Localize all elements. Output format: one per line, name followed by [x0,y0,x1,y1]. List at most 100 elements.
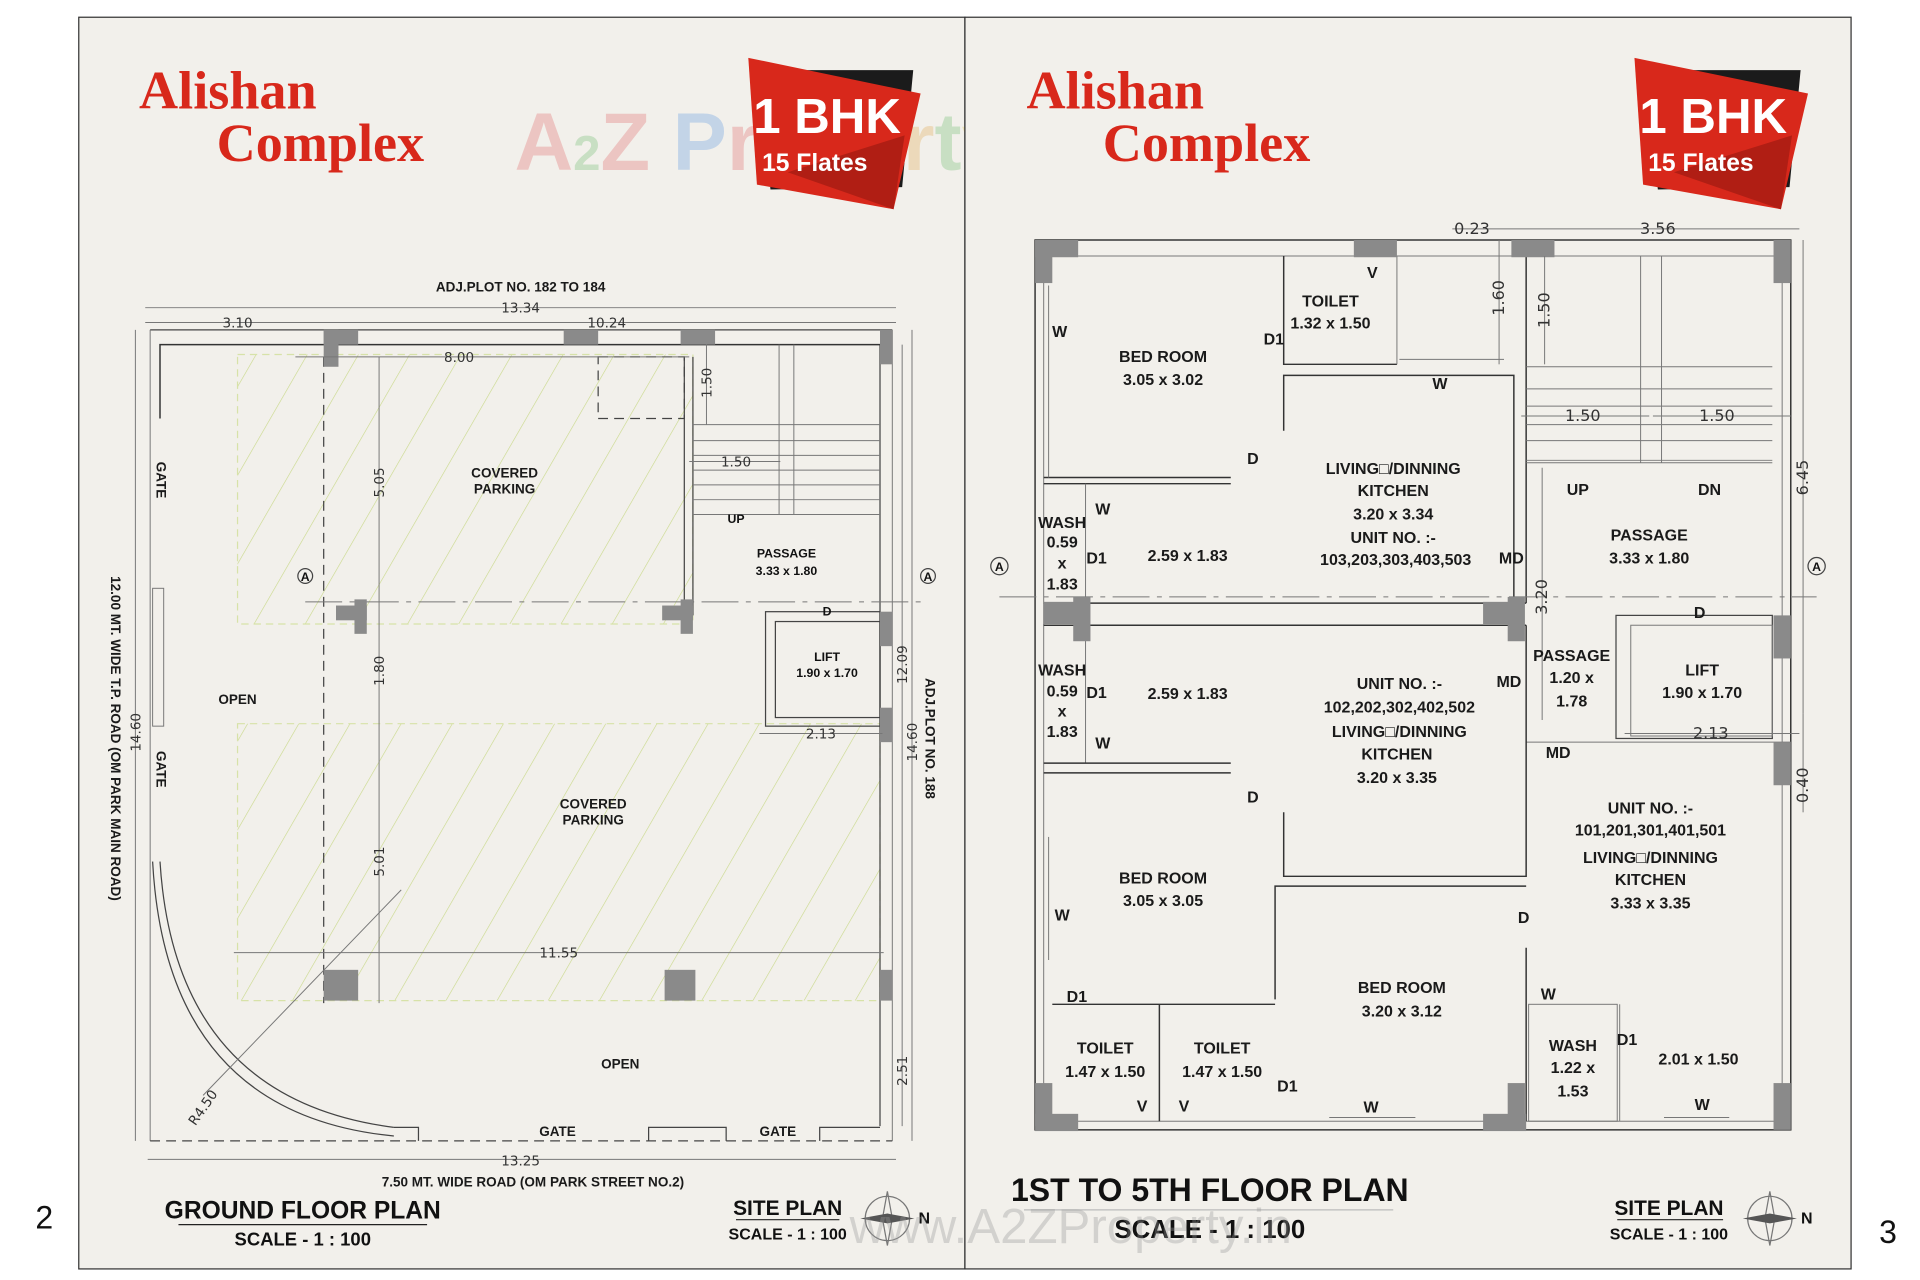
watermark-url: www.A2ZProperty.in [849,1199,1292,1254]
dim-lift-width: 2.13 [806,726,836,742]
stair-up-label: UP [727,512,744,526]
left-page-ground-floor: Alishan Complex A2Z Property 1 BHK 15 Fl… [78,16,1007,1270]
north-label: N [1801,1210,1813,1227]
unit-label: UNIT NO. :- [1351,530,1436,547]
lift-label: LIFT [814,650,840,664]
bedroom-size: 3.05 x 3.05 [1123,893,1203,910]
wash-x: x [1058,556,1067,573]
columns [323,329,893,1001]
door-label: D1 [1264,332,1285,349]
dim-1-50: 1.50 [1535,292,1554,328]
toilet-label: TOILET [1077,1041,1134,1058]
covered-parking-label: PARKING [474,482,535,497]
stair-up-label: UP [1567,482,1590,499]
plan-title: GROUND FLOOR PLAN [165,1197,441,1224]
dim-flight-1: 1.50 [1565,406,1601,425]
left-paper [78,16,966,1270]
ventilator-label: V [1367,265,1378,282]
passage-width: 1.20 x [1549,670,1594,687]
section-marker [1807,556,1826,576]
open-label: OPEN [218,692,256,707]
window-label: W [1095,735,1111,752]
bhk-badge-right: 1 BHK 15 Flates [1634,57,1808,210]
lift-door-label: D [823,604,832,618]
site-plan-title: SITE PLAN [733,1197,842,1220]
lift-door-label: D [1694,605,1706,622]
right-paper [964,16,1852,1270]
dim-gap: 1.80 [372,656,388,686]
bedroom-label: BED ROOM [1358,980,1446,997]
door-label: D1 [1086,685,1107,702]
living-label: LIVING□/DINNING [1332,724,1467,741]
north-label: N [919,1210,931,1227]
wash-width: 0.59 [1047,684,1078,701]
section-marker [920,568,936,584]
right-page-typical-floor: Alishan Complex 1 BHK 15 Flates [964,16,1852,1270]
road-right-label: ADJ.PLOT NO. 188 [923,678,938,799]
toilet-size: 1.47 x 1.50 [1065,1064,1145,1081]
wash-label: WASH [1038,663,1086,680]
living-label: LIVING□/DINNING [1583,850,1718,867]
passage-label: PASSAGE [1533,648,1610,665]
lift-size: 1.90 x 1.70 [1662,685,1742,702]
window-label: W [1052,324,1068,341]
dim-right-upper: 6.45 [1793,460,1812,496]
passage-size: 3.33 x 1.80 [756,564,818,578]
brand-line2: Complex [1103,113,1311,173]
dim-right-gap: 0.40 [1793,767,1812,803]
bedroom-label: BED ROOM [1119,349,1207,366]
door-label: D [1247,451,1259,468]
dim-stair-width: 1.50 [721,454,751,470]
dimension-lines [1452,228,1804,813]
wash-label: WASH [1549,1038,1597,1055]
wash-height: 1.83 [1047,724,1078,741]
door-label: D [1247,789,1259,806]
unit-numbers: 103,203,303,403,503 [1320,552,1471,569]
dim-parking-width: 8.00 [444,350,474,366]
ventilator-label: V [1137,1098,1148,1115]
wash-width: 0.59 [1047,535,1078,552]
compass-icon [860,1191,915,1246]
dim-right-total: 14.60 [905,723,921,762]
covered-parking-label: PARKING [563,813,624,828]
badge-subtitle: 15 Flates [1648,150,1753,177]
door-label: D1 [1617,1032,1638,1049]
stair-down-label: DN [1698,482,1721,499]
covered-parking-label: COVERED [560,797,627,812]
wash-height: 1.83 [1047,577,1078,594]
section-marker-label: A [924,570,933,584]
section-marker [297,568,314,584]
plan-scale: SCALE - 1 : 100 [235,1229,371,1250]
dim-right-upper: 12.09 [895,645,911,684]
wash-x: x [1058,703,1067,720]
brand-line1: Alishan [1026,60,1204,120]
passage-label: PASSAGE [757,547,816,561]
lift-size: 1.90 x 1.70 [796,666,858,680]
toilet-label: TOILET [1302,293,1359,310]
unit-numbers: 101,201,301,401,501 [1575,823,1726,840]
section-marker [990,556,1009,576]
brand-line2: Complex [217,113,425,173]
plan-scale: SCALE - 1 : 100 [1114,1216,1305,1244]
brand-line1: Alishan [139,60,317,120]
wash-height: 1.53 [1557,1084,1588,1101]
road-top-label: ADJ.PLOT NO. 182 TO 184 [436,280,606,295]
area-size: 2.01 x 1.50 [1658,1052,1738,1069]
bhk-badge-left: 1 BHK 15 Flates [748,57,921,210]
road-left-label: 12.00 MT. WIDE T.P. ROAD (OM PARK MAIN R… [108,576,123,901]
section-marker-label: A [301,570,310,584]
dim-total-width: 13.34 [501,301,540,317]
dim-1-60: 1.60 [1489,280,1508,316]
ventilator-label: V [1179,1098,1190,1115]
kitchen-label: KITCHEN [1358,483,1429,500]
gate-label: GATE [153,462,168,499]
dim-left-offset: 3.10 [222,315,252,331]
area-size: 2.59 x 1.83 [1148,548,1228,565]
window-label: W [1432,376,1448,393]
open-label: OPEN [601,1056,639,1071]
lift-label: LIFT [1685,663,1719,680]
bedroom-size: 3.20 x 3.12 [1362,1004,1442,1021]
bedroom-size: 3.05 x 3.02 [1123,372,1203,389]
door-label: D [1518,910,1530,927]
dim-right-span: 10.24 [587,315,626,331]
